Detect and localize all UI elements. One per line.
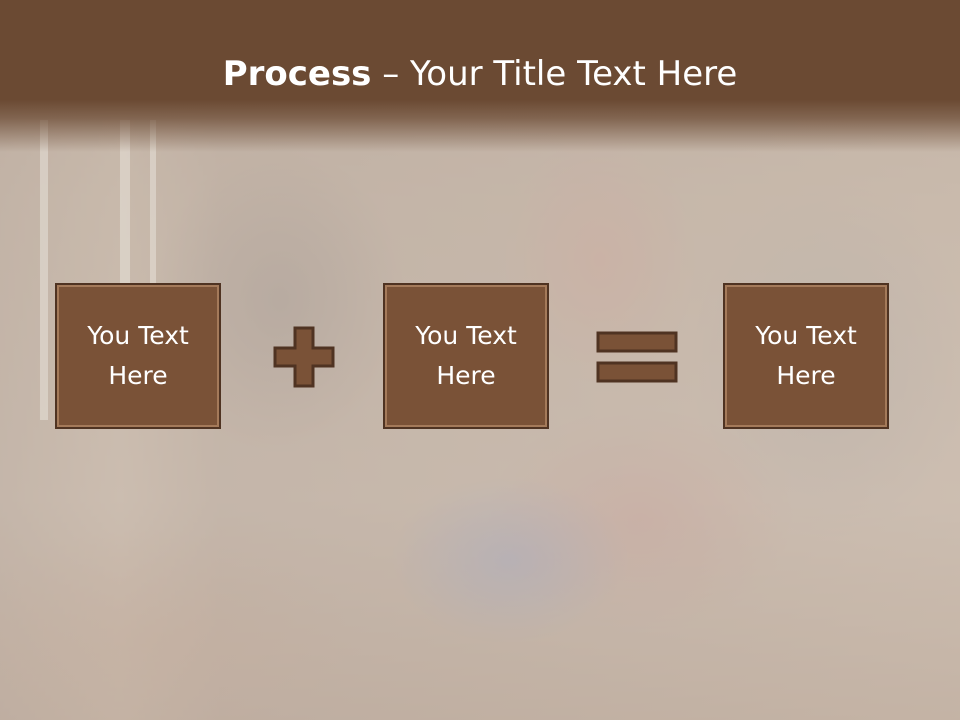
process-box-2[interactable]: You Text Here [383, 283, 549, 429]
title-bar [0, 0, 960, 152]
process-box-1-text: You Text Here [87, 321, 189, 390]
title-rest: – Your Title Text Here [371, 54, 738, 94]
plus-icon [273, 326, 335, 388]
process-box-result[interactable]: You Text Here [723, 283, 889, 429]
title-bold: Process [222, 54, 372, 94]
process-box-result-text: You Text Here [755, 321, 857, 390]
equals-icon [596, 331, 678, 383]
process-box-1[interactable]: You Text Here [55, 283, 221, 429]
process-box-2-text: You Text Here [415, 321, 517, 390]
slide-title[interactable]: Process – Your Title Text Here [0, 50, 960, 98]
